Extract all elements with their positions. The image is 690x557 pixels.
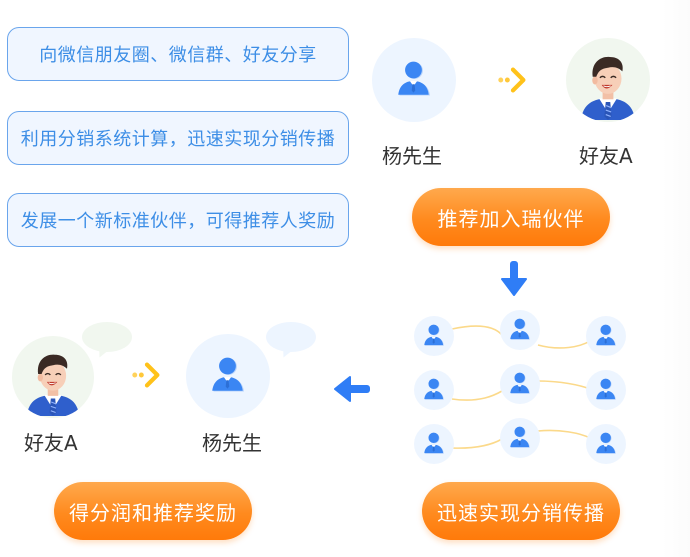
friend-avatar-icon [572, 46, 644, 122]
arrow-left-icon [334, 376, 370, 402]
network-node [586, 424, 626, 464]
feature-box-reward: 发展一个新标准伙伴，可得推荐人奖励 [7, 193, 349, 247]
step1-friend-avatar [566, 38, 650, 122]
user-silhouette-icon [593, 323, 619, 349]
dotted-chevron-right-icon [497, 64, 529, 96]
fast-distribution-button[interactable]: 迅速实现分销传播 [422, 482, 620, 540]
friend-avatar-icon [18, 344, 88, 418]
arrow-down-icon [501, 261, 527, 296]
user-silhouette-icon [393, 59, 435, 101]
feature-label: 向微信朋友圈、微信群、好友分享 [39, 45, 317, 66]
step3-to-name: 杨先生 [202, 431, 262, 455]
recommend-join-button[interactable]: 推荐加入瑞伙伴 [412, 188, 610, 246]
user-silhouette-icon [207, 355, 249, 397]
user-silhouette-icon [507, 371, 533, 397]
network-node [500, 310, 540, 350]
step1-user-avatar [372, 38, 456, 122]
dotted-chevron-right-icon [131, 359, 163, 391]
step1-to-name: 好友A [579, 144, 633, 168]
user-silhouette-icon [421, 323, 447, 349]
step3-from-name: 好友A [24, 431, 78, 455]
step3-user-avatar [186, 334, 270, 418]
profit-reward-button[interactable]: 得分润和推荐奖励 [54, 482, 252, 540]
step3-friend-avatar [12, 336, 94, 418]
user-silhouette-icon [421, 431, 447, 457]
user-silhouette-icon [593, 377, 619, 403]
network-node [500, 364, 540, 404]
feature-label: 利用分销系统计算，迅速实现分销传播 [20, 129, 336, 150]
edge-fade [662, 0, 690, 557]
network-node [414, 316, 454, 356]
user-silhouette-icon [421, 377, 447, 403]
feature-box-share: 向微信朋友圈、微信群、好友分享 [7, 27, 349, 81]
network-node [500, 418, 540, 458]
network-node [414, 424, 454, 464]
user-silhouette-icon [507, 425, 533, 451]
user-silhouette-icon [507, 317, 533, 343]
network-node [586, 370, 626, 410]
step1-from-name: 杨先生 [382, 144, 442, 168]
feature-box-distribution: 利用分销系统计算，迅速实现分销传播 [7, 111, 349, 165]
network-node [586, 316, 626, 356]
user-silhouette-icon [593, 431, 619, 457]
network-node [414, 370, 454, 410]
feature-label: 发展一个新标准伙伴，可得推荐人奖励 [20, 211, 336, 232]
